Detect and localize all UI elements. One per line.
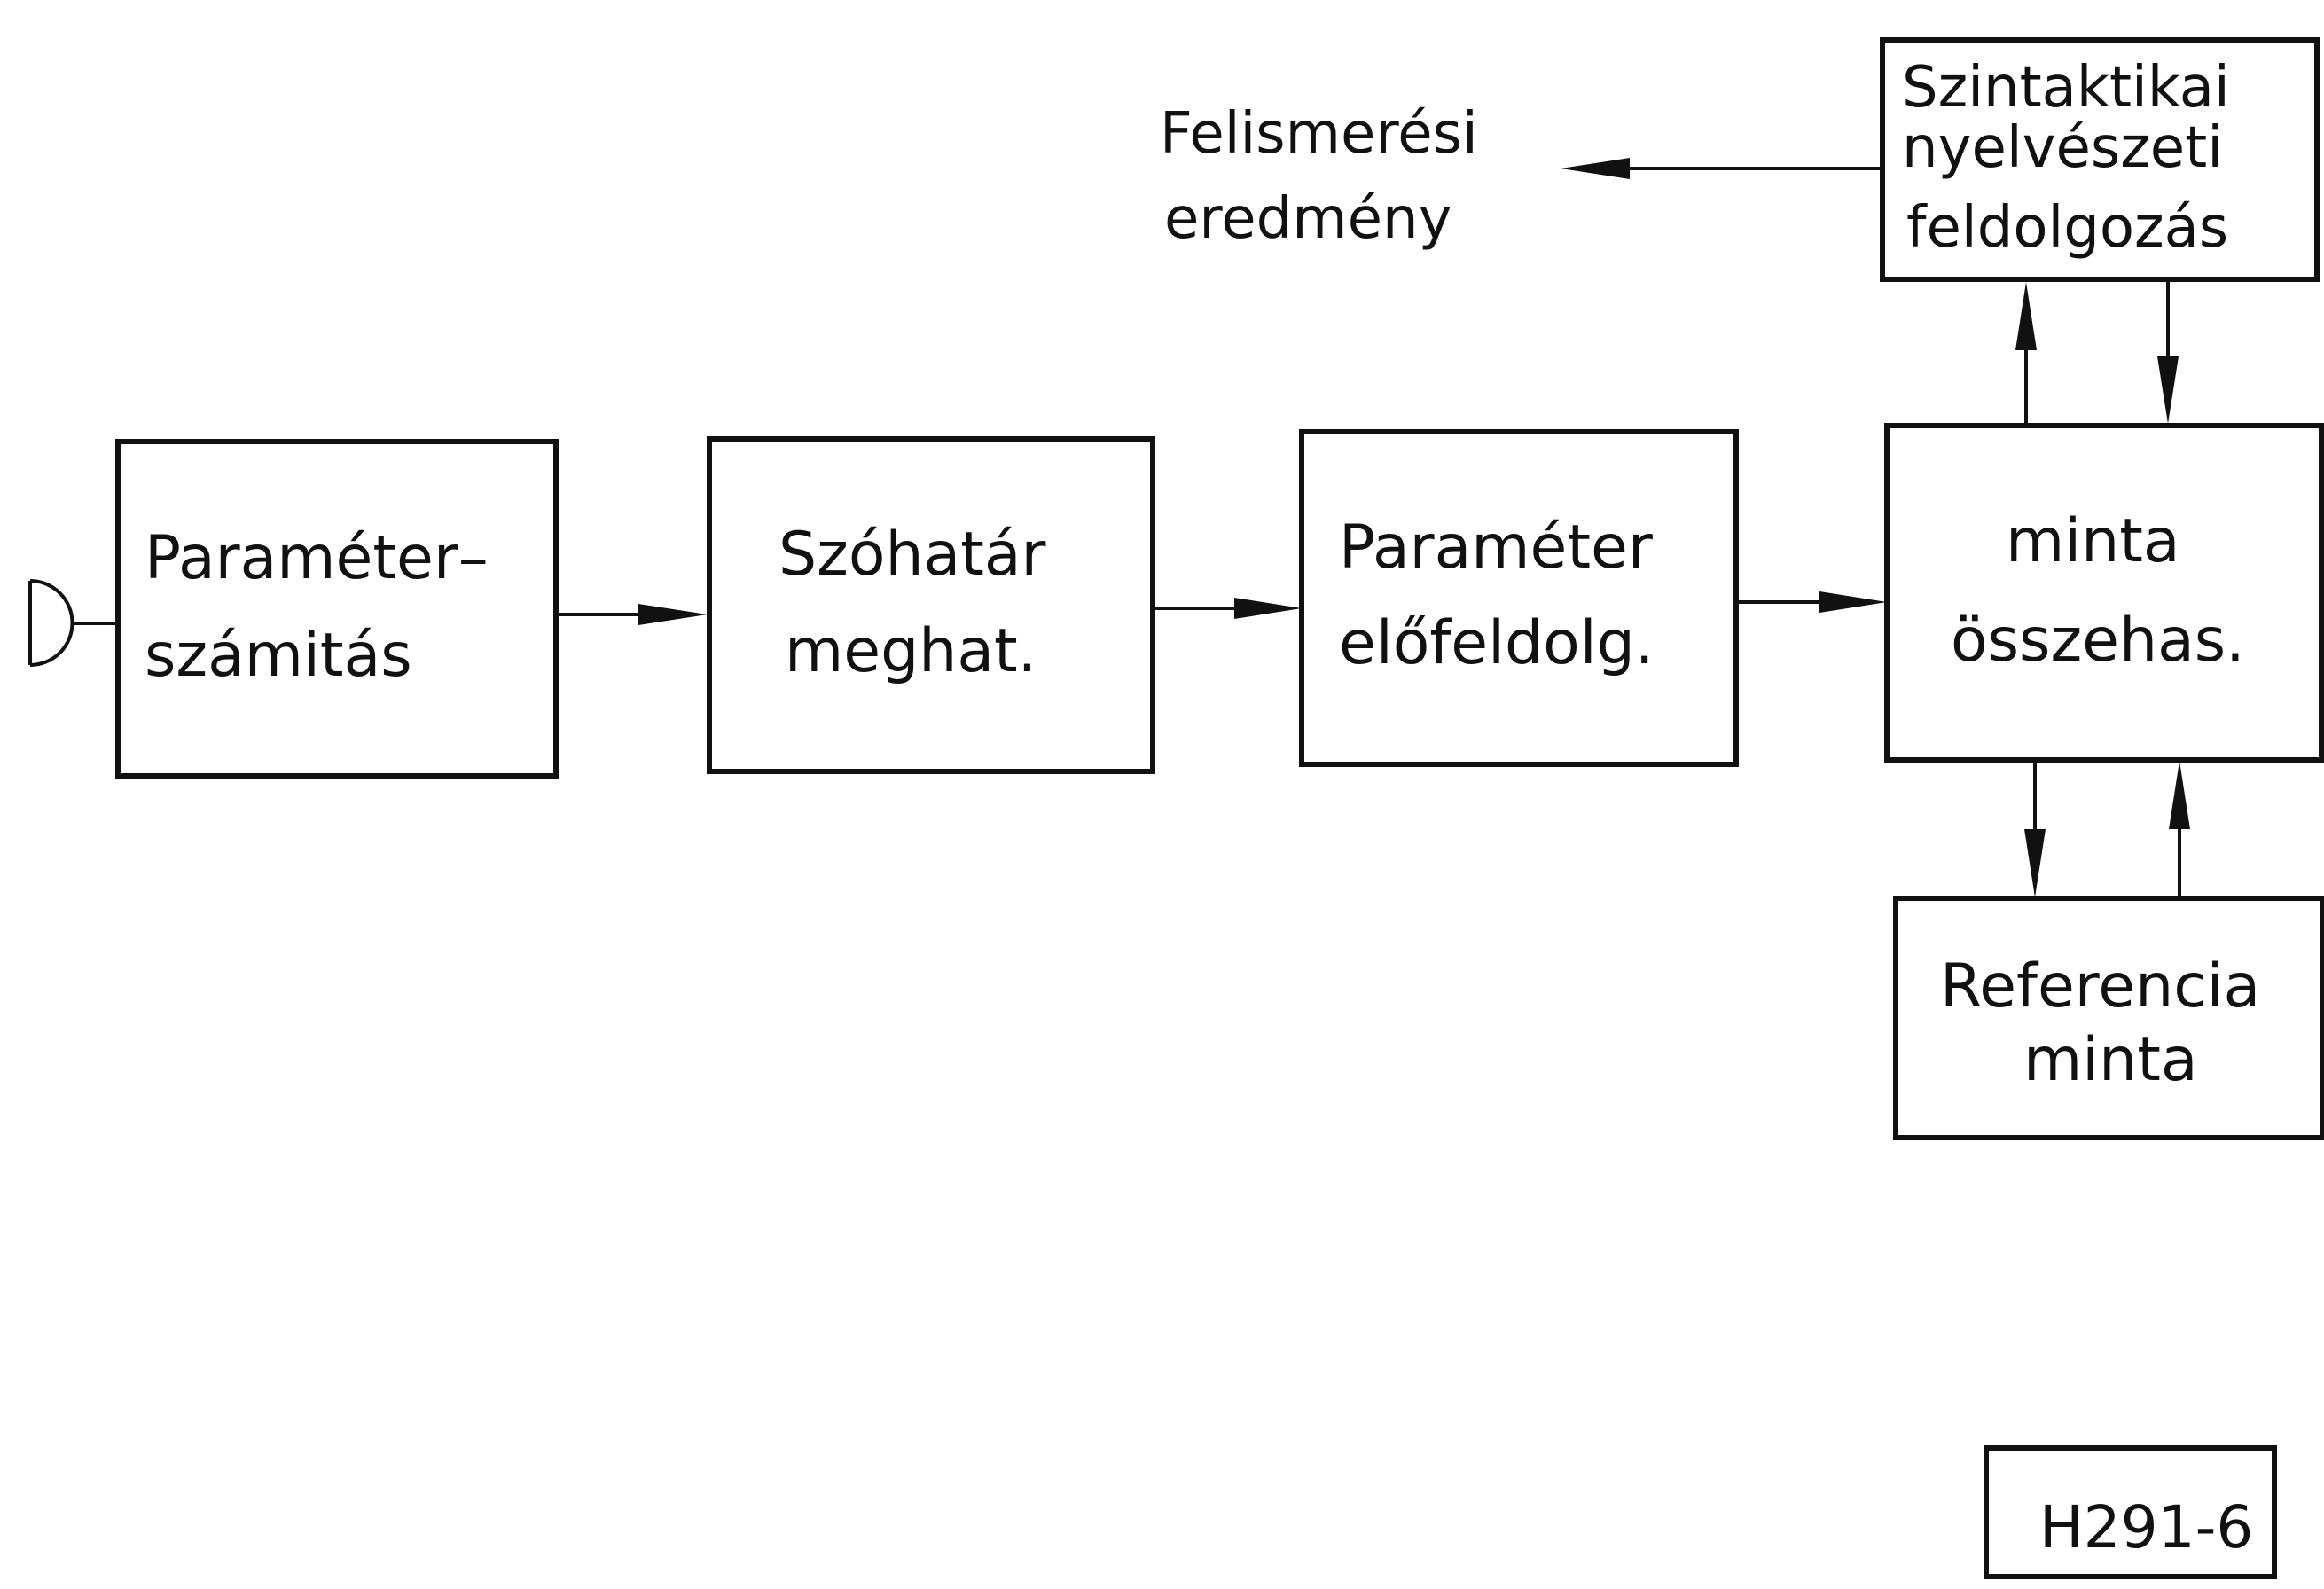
block-parameter-calculation-line-1: Paraméter– bbox=[145, 523, 489, 593]
block-parameter-calculation: Paraméter– számitás bbox=[115, 439, 559, 779]
arrow-comparison-to-reference bbox=[2024, 760, 2046, 897]
block-parameter-preprocessing-line-2: előfeldolg. bbox=[1339, 608, 1654, 678]
block-parameter-preprocessing: Paraméter előfeldolg. bbox=[1299, 429, 1739, 767]
figure-id-box: H291-6 bbox=[1984, 1445, 2277, 1579]
block-pattern-comparison-line-1: minta bbox=[2006, 506, 2180, 576]
block-reference-pattern-line-2: minta bbox=[2023, 1025, 2198, 1095]
block-pattern-comparison-line-2: összehas. bbox=[1951, 606, 2245, 676]
arrow-reference-to-comparison bbox=[2169, 761, 2190, 898]
block-parameter-calculation-line-2: számitás bbox=[145, 621, 412, 691]
block-parameter-preprocessing-line-1: Paraméter bbox=[1339, 513, 1653, 583]
recognition-result-label: Felismerési eredmény bbox=[1160, 101, 1478, 252]
figure-id-text: H291-6 bbox=[2039, 1493, 2253, 1562]
arrow-preprocessing-to-comparison bbox=[1736, 591, 1887, 613]
block-word-boundary: Szóhatár meghat. bbox=[707, 436, 1155, 774]
microphone-icon bbox=[28, 579, 118, 667]
block-reference-pattern-line-1: Referencia bbox=[1940, 951, 2260, 1022]
block-syntactic-processing-line-3: feldolgozás bbox=[1906, 195, 2228, 261]
block-word-boundary-line-1: Szóhatár bbox=[779, 520, 1046, 590]
block-syntactic-processing-line-2: nyelvészeti bbox=[1902, 115, 2223, 181]
arrow-calc-to-boundary bbox=[556, 604, 708, 625]
recognition-result-line-1: Felismerési bbox=[1160, 101, 1478, 167]
arrow-boundary-to-preprocessing bbox=[1153, 598, 1302, 619]
arrow-comparison-to-syntactic bbox=[2015, 282, 2037, 426]
block-pattern-comparison: minta összehas. bbox=[1884, 423, 2324, 763]
arrow-syntactic-to-result bbox=[1561, 158, 1882, 179]
block-word-boundary-line-2: meghat. bbox=[785, 616, 1037, 686]
recognition-result-line-2: eredmény bbox=[1164, 186, 1452, 252]
block-syntactic-processing-line-1: Szintaktikai bbox=[1902, 55, 2230, 121]
block-syntactic-processing: Szintaktikai nyelvészeti feldolgozás bbox=[1880, 37, 2320, 282]
block-reference-pattern: Referencia minta bbox=[1893, 896, 2324, 1140]
arrow-syntactic-to-comparison bbox=[2157, 279, 2179, 424]
